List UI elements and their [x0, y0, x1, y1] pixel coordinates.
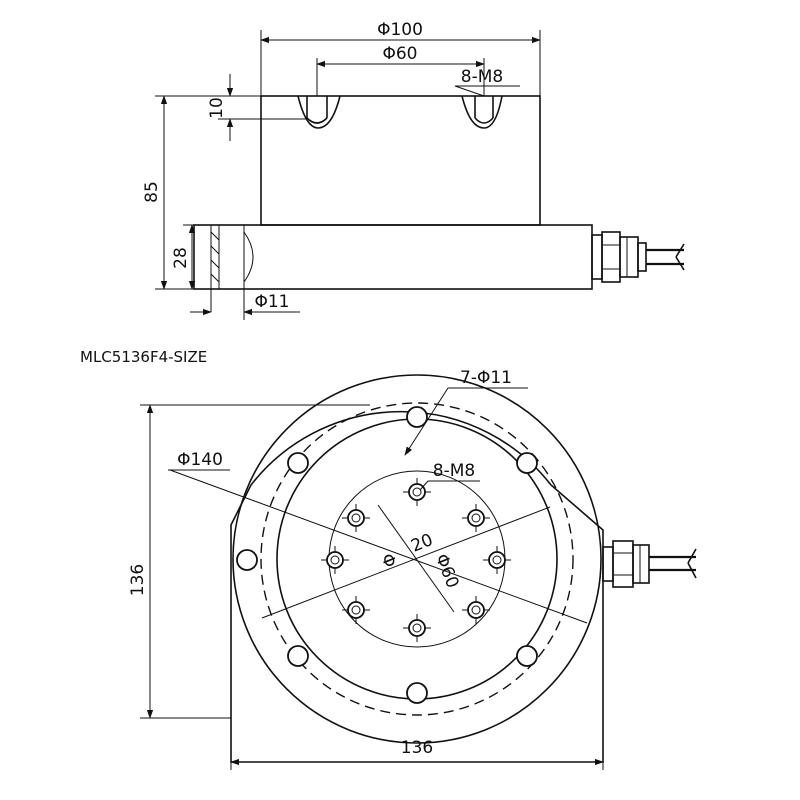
dim-pcd: Φ60	[431, 551, 463, 591]
threaded-hole	[342, 504, 370, 532]
outer-holes	[236, 406, 538, 704]
outer-hole	[516, 645, 538, 667]
inner-threaded-holes	[321, 478, 511, 642]
dim-width: 136	[401, 738, 433, 758]
threaded-hole	[483, 546, 511, 574]
top-base-outline	[230, 410, 604, 763]
outer-flange-circle	[232, 374, 602, 744]
outer-hole	[406, 682, 428, 704]
outer-hole	[516, 452, 538, 474]
side-upper-body	[260, 95, 541, 226]
threaded-hole	[342, 596, 370, 624]
center-phi-symbol: Φ	[379, 550, 403, 570]
dim-hole: Φ11	[254, 292, 289, 312]
threaded-hole	[462, 596, 490, 624]
threaded-hole	[403, 478, 431, 506]
top-cable-connector	[602, 540, 650, 588]
side-view: Φ100 Φ60 8-M8 10 85 28 Φ11	[142, 20, 685, 320]
outer-hole	[236, 549, 258, 571]
top-view: 7-Φ11 Φ140 8-M8 20 Φ Φ60 136 136	[128, 368, 697, 770]
threaded-hole	[462, 504, 490, 532]
inner-body-circle	[276, 418, 558, 700]
dim-top-inner: Φ60	[382, 44, 417, 64]
side-top-pocket-left	[297, 95, 341, 129]
dim-holes-outer: 7-Φ11	[460, 368, 512, 388]
dim-top-outer: Φ100	[377, 20, 423, 40]
dim-base-height: 28	[171, 247, 191, 269]
dim-thread-inner: 8-M8	[433, 461, 475, 481]
threaded-hole	[321, 546, 349, 574]
dim-height: 136	[128, 564, 148, 596]
side-top-pocket-right	[461, 95, 503, 129]
outer-hole	[287, 452, 309, 474]
dim-outer-diameter: Φ140	[177, 450, 223, 470]
outer-hole	[287, 645, 309, 667]
side-cable-connector	[591, 231, 647, 283]
drawing-title: MLC5136F4-SIZE	[80, 348, 207, 366]
outer-hole	[406, 406, 428, 428]
bolt-circle	[260, 402, 574, 716]
side-base	[193, 224, 593, 290]
threaded-hole	[403, 614, 431, 642]
dim-depth: 10	[207, 97, 227, 119]
top-cable	[649, 548, 697, 579]
side-cable	[646, 243, 685, 271]
dim-thread-top: 8-M8	[461, 67, 503, 87]
dim-total-height: 85	[142, 181, 162, 203]
